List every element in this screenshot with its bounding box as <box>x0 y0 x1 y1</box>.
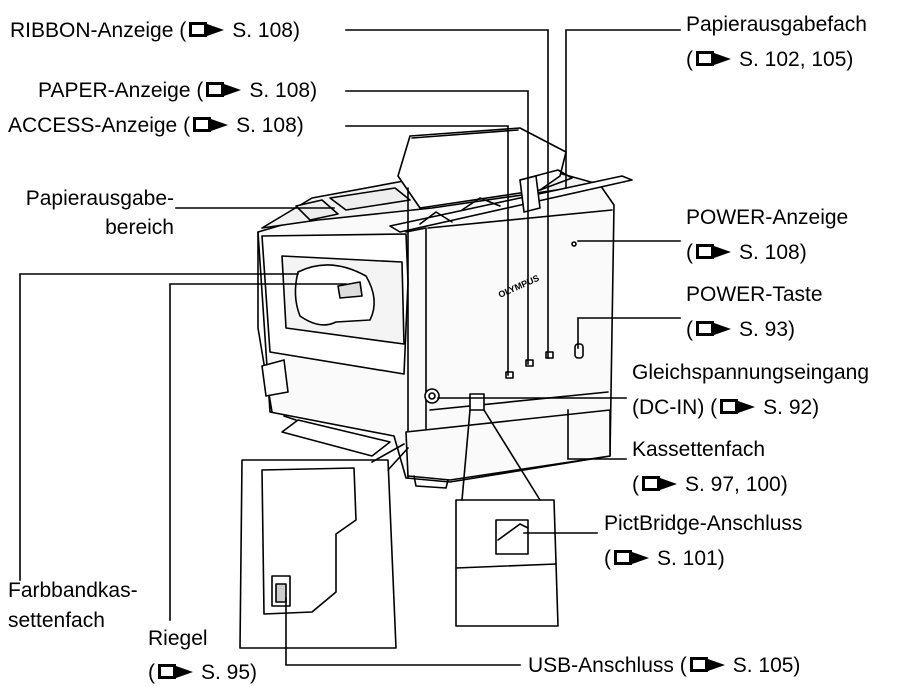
manual-reference-icon <box>193 117 229 132</box>
leader-output-tray <box>565 29 681 189</box>
pictbridge-port <box>469 393 485 411</box>
manual-reference-icon <box>720 399 756 414</box>
manual-reference-icon <box>696 321 731 336</box>
power-button-label: POWER-Taste (S. 93) <box>686 283 823 341</box>
manual-reference-icon <box>158 664 193 679</box>
leader-ribbon <box>345 29 549 359</box>
paper-cassette <box>405 409 611 481</box>
manual-reference-icon <box>689 657 725 672</box>
dc-in-label: Gleichspannungseingang (DC-IN) (S. 92) <box>632 361 870 419</box>
leader-ribbon-compartment <box>19 273 299 581</box>
cassette-label: Kassettenfach (S. 97, 100) <box>632 438 788 496</box>
paper-indicator-label: PAPER-Anzeige (S. 108) <box>38 79 318 102</box>
manual-reference-icon <box>614 550 649 565</box>
access-indicator-label: ACCESS-Anzeige (S. 108) <box>8 114 304 137</box>
paper-output-area-label: Papierausgabe- bereich <box>25 187 174 239</box>
leader-usb <box>285 597 521 666</box>
manual-reference-icon <box>206 82 242 97</box>
pictbridge-label: PictBridge-Anschluss (S. 101) <box>604 512 803 570</box>
manual-reference-icon <box>642 476 677 491</box>
dc-in-jack <box>424 388 440 404</box>
leader-power-button <box>577 317 681 349</box>
leader-access <box>345 125 509 376</box>
ribbon-compartment-label: Farbbandkas- settenfach <box>8 579 138 632</box>
manual-reference-icon <box>696 51 731 66</box>
usb-port-label: USB-Anschluss (S. 105) <box>528 654 801 677</box>
latch-label: Riegel (S. 95) <box>148 627 258 684</box>
paper-output-tray-shape <box>389 175 633 233</box>
ribbon-indicator-label: RIBBON-Anzeige (S. 108) <box>10 19 300 42</box>
paper-output-tray-label: Papierausgabefach (S. 102, 105) <box>686 13 867 71</box>
power-indicator-label: POWER-Anzeige (S. 108) <box>686 206 849 264</box>
manual-reference-icon <box>696 244 731 259</box>
leader-latch <box>169 283 347 621</box>
pictbridge-detail-frame <box>455 499 559 627</box>
leader-paper <box>345 90 529 365</box>
leader-cassette <box>567 409 627 460</box>
manual-reference-icon <box>189 22 225 37</box>
